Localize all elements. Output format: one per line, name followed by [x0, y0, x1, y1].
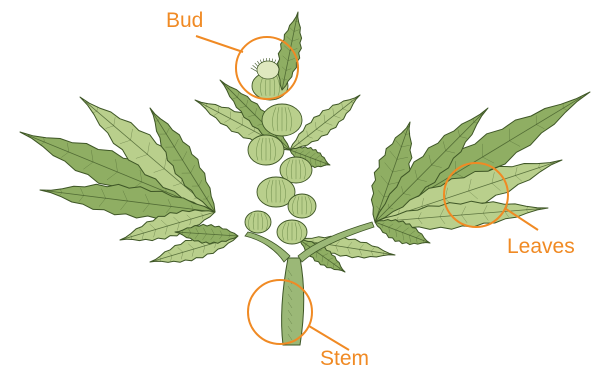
callout-line	[196, 36, 243, 52]
main-stem	[282, 258, 304, 345]
stem-label: Stem	[320, 348, 369, 369]
left-fan-leaf	[20, 97, 215, 241]
top-spike-leaf	[278, 12, 302, 90]
right-fan-leaf	[371, 92, 590, 245]
leaves-label: Leaves	[507, 236, 575, 257]
bud-label: Bud	[166, 10, 203, 31]
lower-right-leaf	[300, 236, 395, 272]
bud-tip	[257, 61, 279, 79]
